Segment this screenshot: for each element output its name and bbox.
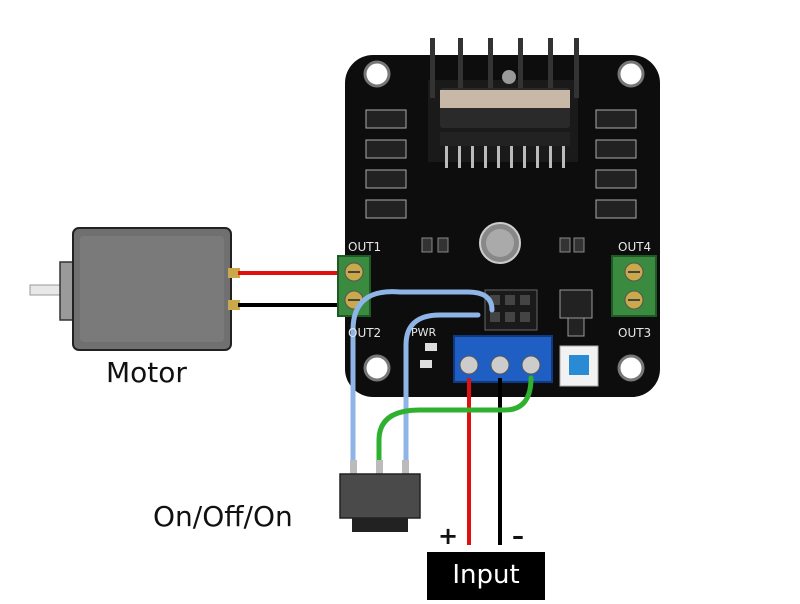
heatsink-icon: [428, 38, 579, 162]
out1-label: OUT1: [348, 240, 382, 254]
toggle-switch-icon: [339, 460, 421, 532]
out2-label: OUT2: [348, 326, 382, 340]
power-terminal-icon: [453, 335, 553, 383]
dc-motor-icon: [29, 227, 240, 351]
plus-sign: +: [438, 522, 459, 550]
out3-out4-terminal-icon: [611, 255, 657, 317]
minus-sign: –: [512, 522, 524, 550]
capacitor-icon: [479, 222, 521, 264]
motor-driver-board-icon: [337, 38, 660, 397]
input-box: Input: [427, 552, 545, 600]
out1-out2-terminal-icon: [337, 255, 371, 317]
switch-green-wire: [376, 375, 534, 463]
switch-label: On/Off/On: [153, 500, 293, 533]
switch-blue-wire-1: [350, 289, 495, 463]
out4-label: OUT4: [618, 240, 652, 254]
motor-label: Motor: [106, 356, 187, 389]
input-label: Input: [452, 560, 520, 590]
out3-label: OUT3: [618, 326, 652, 340]
pwr-label: PWR: [411, 326, 437, 339]
push-button-icon: [559, 345, 599, 387]
switch-blue-wire-2: [403, 312, 481, 463]
